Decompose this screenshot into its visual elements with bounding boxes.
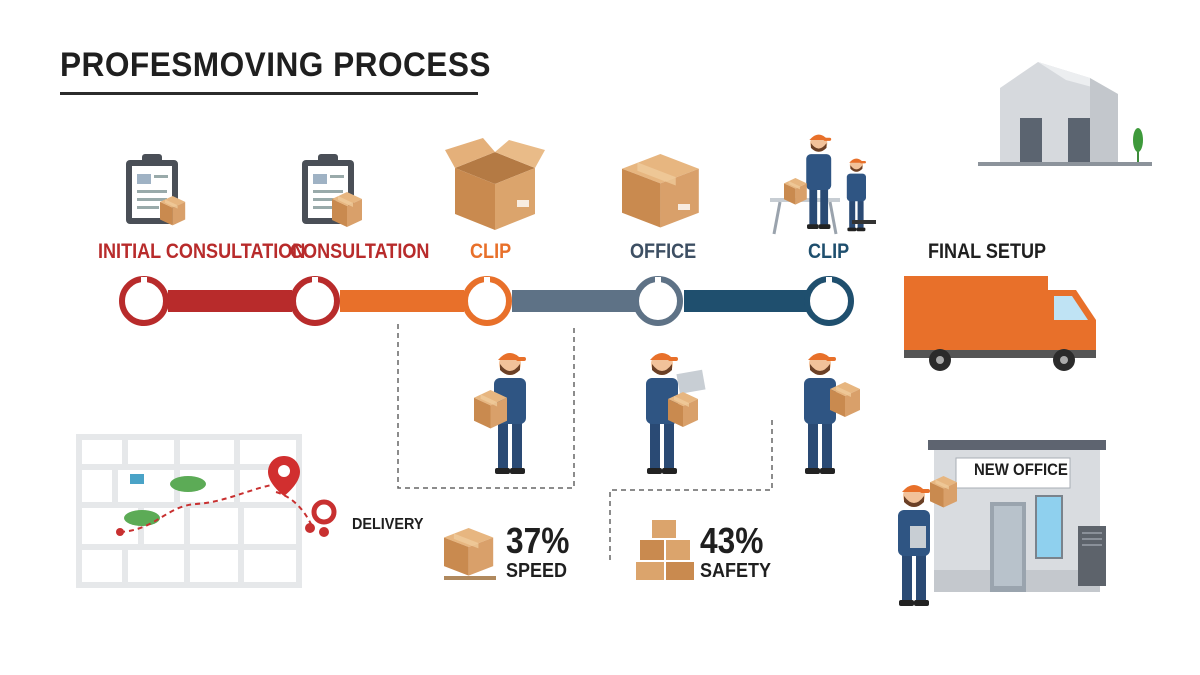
location-pin-icon: [268, 456, 337, 537]
step-label-2: CONSULTATION: [290, 240, 430, 263]
timeline-node-3: [462, 276, 512, 326]
worker-icon: [646, 353, 706, 474]
cardboard-box-icon: [636, 520, 694, 580]
timeline-segment-2: [340, 290, 464, 312]
cardboard-box-icon: [445, 138, 545, 230]
new-office-sign: NEW OFFICE: [974, 460, 1068, 479]
timeline-segment-3: [512, 290, 636, 312]
stat-label-speed: SPEED: [506, 560, 568, 582]
timeline-node-4: [633, 276, 683, 326]
timeline-segment-4: [684, 290, 808, 312]
cardboard-box-icon: [622, 154, 699, 228]
delivery-label: DELIVERY: [352, 516, 424, 533]
title-underline: [60, 92, 478, 95]
timeline-node-2: [290, 276, 340, 326]
step-label-6: FINAL SETUP: [928, 240, 1047, 263]
step-label-5: CLIP: [808, 240, 850, 263]
step-label-3: CLIP: [470, 240, 512, 263]
timeline-node-5: [804, 276, 854, 326]
timeline-node-1: [119, 276, 169, 326]
stat-value-speed: 37%: [506, 520, 570, 561]
step-label-4: OFFICE: [630, 240, 697, 263]
worker-icon: [770, 134, 876, 235]
worker-icon: [474, 353, 526, 474]
step-label-1: INITIAL CONSULTATION: [98, 240, 306, 263]
stat-label-safety: SAFETY: [700, 560, 772, 582]
office-building-icon: [928, 440, 1106, 592]
stat-value-safety: 43%: [700, 520, 764, 561]
map-icon: [76, 434, 302, 588]
worker-icon: [898, 476, 957, 606]
timeline-segment-1: [168, 290, 292, 312]
warehouse-icon: [978, 62, 1152, 166]
worker-icon: [804, 353, 860, 474]
cardboard-box-icon: [444, 528, 496, 580]
page-title: PROFESMOVING PROCESS: [60, 46, 491, 84]
truck-icon: [904, 276, 1096, 371]
